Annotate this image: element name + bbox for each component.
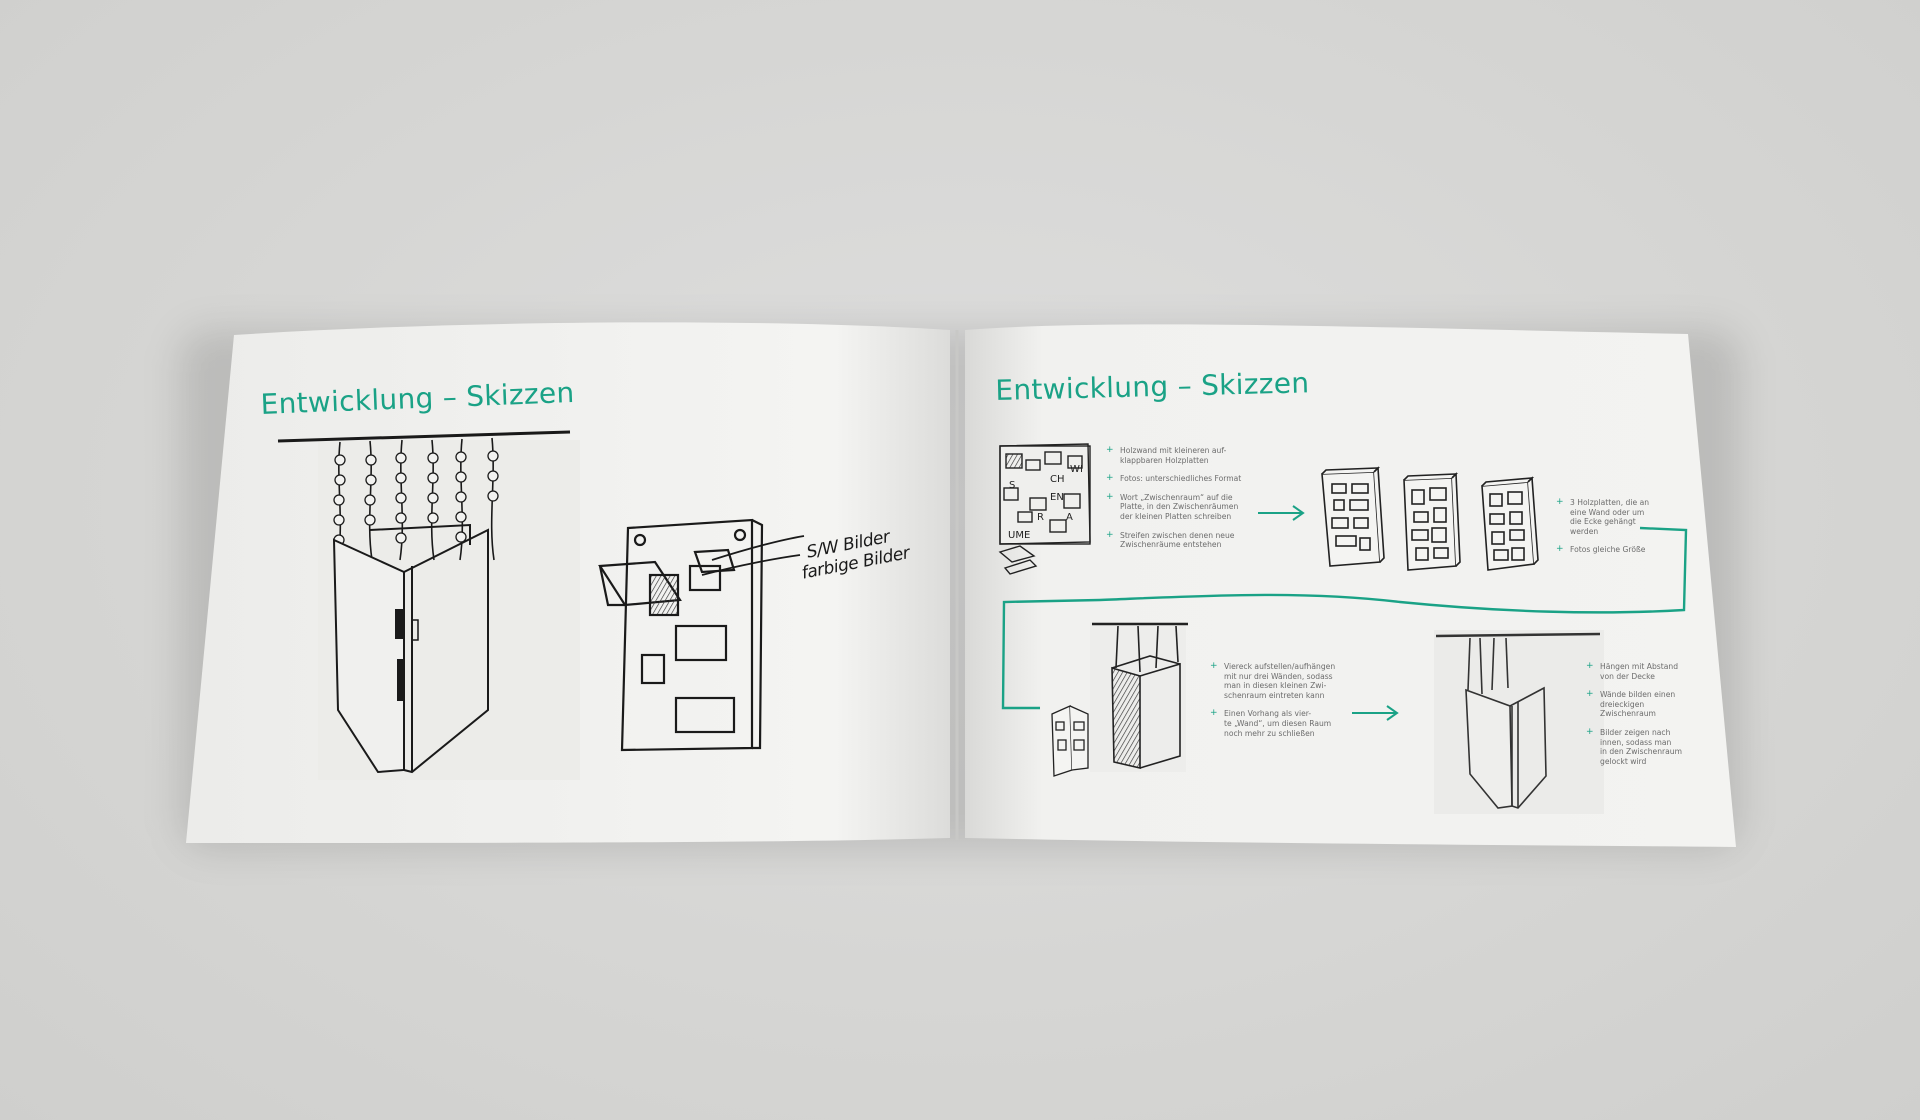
plus-icon: + bbox=[1586, 689, 1594, 700]
wall-board-sketch bbox=[598, 518, 805, 752]
note-text: Einen Vorhang als vier- te „Wand“, um di… bbox=[1224, 709, 1332, 738]
three-wall-hanging-sketch bbox=[1090, 622, 1188, 772]
plus-icon: + bbox=[1106, 473, 1114, 484]
note-text: Wände bilden einen dreieckigen Zwischenr… bbox=[1600, 690, 1676, 719]
note-item: + Holzwand mit kleineren auf- klappbaren … bbox=[1106, 445, 1256, 465]
note-item: + Einen Vorhang als vier- te „Wand“, um d… bbox=[1210, 709, 1360, 738]
note-text: Streifen zwischen denen neue Zwischenräu… bbox=[1120, 530, 1235, 550]
note-item: + Streifen zwischen denen neue Zwischenrä… bbox=[1106, 529, 1256, 550]
note-item: + Viereck aufstellen/aufhängen mit nur dr… bbox=[1210, 661, 1360, 700]
letter-ch: CH bbox=[1050, 474, 1065, 485]
board-letter-glyphs: W I S CH EN R A UME bbox=[1008, 464, 1083, 541]
notes-group-1: + Holzwand mit kleineren auf- klappbaren … bbox=[1106, 445, 1256, 559]
plus-icon: + bbox=[1586, 661, 1594, 671]
note-text: Fotos gleiche Größe bbox=[1570, 545, 1646, 555]
letter-a: A bbox=[1066, 512, 1073, 523]
arrow-right-2 bbox=[1352, 705, 1399, 721]
note-text: Fotos: unterschiedliches Format bbox=[1120, 474, 1242, 484]
notes-group-3: + Viereck aufstellen/aufhängen mit nur dr… bbox=[1210, 661, 1360, 747]
plus-icon: + bbox=[1106, 491, 1114, 502]
plus-icon: + bbox=[1586, 726, 1594, 737]
note-text: Bilder zeigen nach innen, sodass man in … bbox=[1600, 727, 1682, 766]
notes-group-2: +3 Holzplatten, die an eine Wand oder um… bbox=[1556, 497, 1666, 564]
plus-icon: + bbox=[1210, 708, 1218, 719]
plus-icon: + bbox=[1556, 544, 1564, 555]
note-item: + Hängen mit Abstand von der Decke bbox=[1586, 661, 1696, 681]
folding-panels-sketch bbox=[1051, 705, 1089, 777]
letter-i: I bbox=[1080, 464, 1083, 475]
arrow-right-1 bbox=[1258, 505, 1305, 521]
note-text: 3 Holzplatten, die an eine Wand oder um … bbox=[1570, 498, 1650, 536]
letter-en: EN bbox=[1050, 492, 1064, 503]
note-item: + Wort „Zwischenraum“ auf die Platte, in … bbox=[1106, 491, 1256, 522]
note-item: + Fotos gleiche Größe bbox=[1556, 545, 1666, 555]
note-item: + Fotos: unterschiedliches Format bbox=[1106, 474, 1256, 484]
plus-icon: + bbox=[1210, 661, 1218, 671]
hanging-panels-sketch bbox=[277, 430, 580, 780]
letter-w: W bbox=[1070, 464, 1080, 475]
board-letters-sketch bbox=[998, 443, 1091, 575]
plus-icon: + bbox=[1556, 497, 1564, 507]
note-text: Holzwand mit kleineren auf- klappbaren H… bbox=[1120, 446, 1227, 465]
note-item: +3 Holzplatten, die an eine Wand oder um… bbox=[1556, 497, 1666, 536]
letter-ume: UME bbox=[1008, 530, 1030, 541]
notes-group-4: + Hängen mit Abstand von der Decke + Wände… bbox=[1586, 661, 1696, 775]
note-text: Hängen mit Abstand von der Decke bbox=[1600, 662, 1679, 681]
three-boards-sketch bbox=[1321, 466, 1539, 571]
plus-icon: + bbox=[1106, 529, 1114, 540]
note-text: Viereck aufstellen/aufhängen mit nur dre… bbox=[1224, 662, 1336, 700]
final-hanging-sketch bbox=[1434, 630, 1604, 814]
note-text: Wort „Zwischenraum“ auf die Platte, in d… bbox=[1120, 492, 1239, 521]
plus-icon: + bbox=[1106, 445, 1114, 455]
letter-r: R bbox=[1037, 512, 1044, 523]
note-item: + Bilder zeigen nach innen, sodass man in… bbox=[1586, 726, 1696, 766]
letter-s: S bbox=[1009, 480, 1015, 491]
connector-line bbox=[1001, 526, 1688, 710]
note-item: + Wände bilden einen dreieckigen Zwischen… bbox=[1586, 690, 1696, 719]
